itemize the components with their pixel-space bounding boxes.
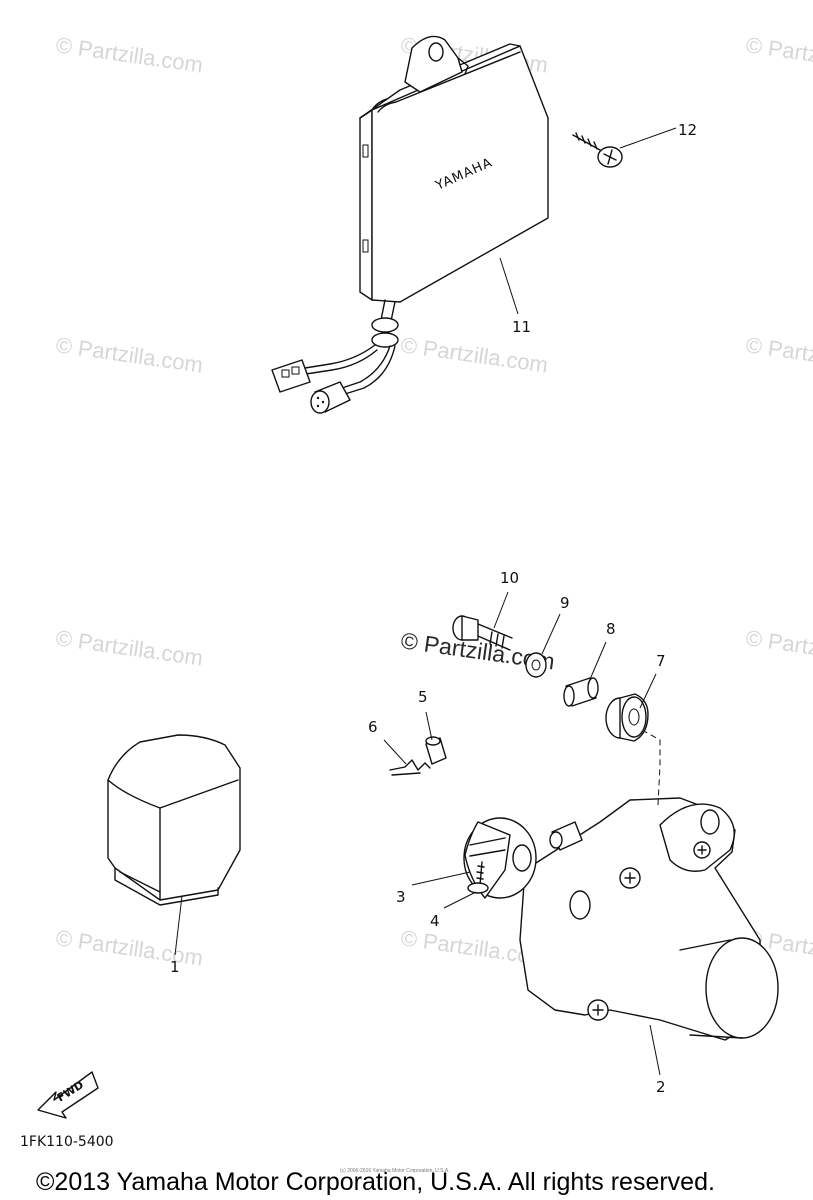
relay-illustration [107, 734, 241, 906]
callout-4: 4 [430, 912, 440, 930]
watermark: © Partzilla.com [744, 332, 813, 377]
copyright-notice: ©2013 Yamaha Motor Corporation, U.S.A. A… [36, 1168, 715, 1196]
diagram-code: 1FK110-5400 [20, 1134, 114, 1150]
watermark: © Partzilla.com [744, 32, 813, 77]
callouts: 1 2 3 4 5 6 7 8 9 10 11 12 [170, 121, 697, 1096]
watermark: © Partzilla.com [744, 625, 813, 670]
callout-11: 11 [512, 318, 531, 336]
fwd-arrow-icon: FWD [37, 1071, 99, 1119]
callout-9: 9 [560, 594, 570, 612]
callout-6: 6 [368, 718, 378, 736]
bolt-illustration [452, 615, 513, 651]
callout-8: 8 [606, 620, 616, 638]
watermark: © Partzilla.com [54, 625, 204, 670]
collar-illustration [563, 677, 599, 707]
small-screw-illustration [467, 861, 489, 894]
leader-lines [174, 127, 677, 1076]
callout-7: 7 [656, 652, 666, 670]
callout-5: 5 [418, 688, 428, 706]
callout-12: 12 [678, 121, 697, 139]
watermark: © Partzilla.com [54, 332, 204, 377]
fine-print: (c) 2006-2016 Yamaha Motor Corporation, … [340, 1168, 450, 1174]
watermark: © Partzilla.com [54, 925, 204, 970]
callout-10: 10 [500, 569, 519, 587]
callout-3: 3 [396, 888, 406, 906]
contact-plate-illustration [463, 817, 537, 899]
control-unit-illustration: YAMAHA [271, 35, 549, 414]
washer-illustration [525, 652, 547, 678]
screw-illustration [572, 132, 623, 168]
callout-2: 2 [656, 1078, 666, 1096]
grommet-illustration [605, 693, 649, 742]
watermark: © Partzilla.com [54, 32, 204, 77]
solenoid-housing-illustration [519, 729, 779, 1041]
callout-1: 1 [170, 958, 180, 976]
pin-and-clip-illustration [389, 736, 447, 776]
watermark: © Partzilla.com [399, 332, 549, 377]
